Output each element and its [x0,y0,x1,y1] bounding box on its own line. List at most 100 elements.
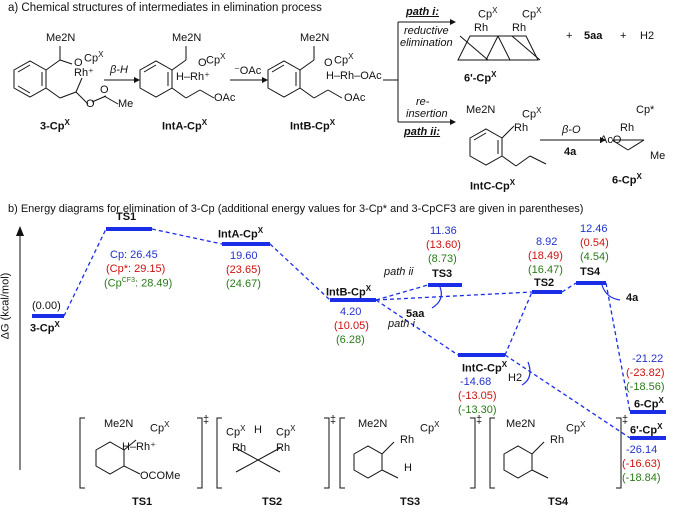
oac-label-intB: OAc [344,92,366,104]
side-4a: 4a [626,292,639,304]
re-label: re- [416,96,430,108]
plus-1: + [566,30,573,42]
o-label-3c: O [100,84,109,96]
intB-value-cpcf3: (6.28) [336,334,365,346]
ts3-value-cpcf3: (8.73) [428,253,457,265]
cpstar-label-6: Cp* [636,104,655,116]
ts1-h-rh: H–Rh⁺ [122,441,156,453]
ts3-me2n: Me2N [358,418,388,430]
intA-value-cpcf3: (24.67) [226,278,261,290]
intA-level-label: IntA-CpX [218,226,264,241]
cpx-6p-b: CpX [522,6,542,21]
c6-level-label: 6-CpX [634,396,664,411]
ts1-me2n: Me2N [104,418,134,430]
intB-value-cpstar: (10.05) [334,320,369,332]
intB-label: IntB-CpX [290,118,336,133]
intB-level-label: IntB-CpX [326,284,372,299]
section-a-title: a) Chemical structures of intermediates … [8,2,322,14]
ts2-cpx-a: CpX [226,424,246,439]
ts2-cpx-b: CpX [276,424,296,439]
me2n-label-intC: Me2N [466,104,496,116]
ts4-value-cpstar: (0.54) [580,237,609,249]
rh-label-intC: Rh [514,122,529,134]
o-label-3b: O [86,98,95,110]
ts4-value-cp: 12.46 [580,223,608,235]
rh-6p-a: Rh [474,22,489,34]
compound-6p-label: 6'-CpX [464,70,497,85]
ts2-structure-label: TS2 [262,496,283,508]
intA-value-cp: 19.60 [230,250,258,262]
ts3-value-cp: 11.36 [430,225,457,237]
ts4-value-cpcf3: (4.54) [580,251,609,263]
path-i-label: path i: [406,6,439,18]
path-ii-label: path ii: [404,126,441,138]
ts2-rh-b: Rh [276,442,291,454]
path-ii-diagram-label: path ii [384,266,414,278]
insertion-label: insertion [406,108,448,120]
ts4-structure-label: TS4 [548,496,569,508]
ts4-cpx: CpX [566,420,586,435]
ts4-rh: Rh [550,434,565,446]
rh-6p-b: Rh [512,22,527,34]
me-label-3: Me [118,98,134,110]
ts2-value-cpstar: (18.49) [528,250,563,262]
rh-label-6: Rh [620,122,635,134]
intC-value-cpcf3: (-13.30) [458,404,497,416]
ts1-value-cpstar: (Cp*: 29.15) [106,263,166,275]
rh-label-3: Rh⁺ [74,67,94,79]
ts1-cpx: CpX [150,420,170,435]
intA-label: IntA-CpX [162,118,208,133]
aco-label-6: AcO [600,134,622,146]
cpx-label-intA: CpX [206,52,226,67]
o-label-intA: O [198,57,207,69]
byproduct-h2: H2 [640,30,655,42]
c6p-value-cp: -26.14 [626,444,658,456]
cpx-label-intC: CpX [522,106,542,121]
me2n-label-3: Me2N [46,32,76,44]
ts1-value-cpcf3: (CpCF3: 28.49) [104,277,173,290]
path-i-diagram-label: path i [388,318,415,330]
value-3-cp: (0.00) [32,300,61,312]
intC-label: IntC-CpX [470,178,516,193]
ts3-structure-label: TS3 [400,496,421,508]
beta-h-label: β-H [110,64,128,76]
c6-value-cpcf3: (-18.56) [626,381,665,393]
h-rh-label-intA: H–Rh⁺ [176,71,210,83]
c6p-value-cpcf3: (-18.84) [622,472,661,484]
ts2-rh-a: Rh [232,442,247,454]
ts1-ocome: OCOMe [140,470,181,482]
ts4-dagger: ‡ [622,414,629,426]
ts1-label: TS1 [116,211,137,223]
ts2-value-cp: 8.92 [536,236,558,248]
cpx-label-3: CpX [84,50,104,65]
intA-value-cpstar: (23.65) [226,264,261,276]
oac-arrow-label: ⁻OAc [234,65,262,77]
ts1-value-cp: Cp: 26.45 [110,249,158,261]
me2n-label-intA: Me2N [172,32,202,44]
me-label-6: Me [650,150,666,162]
ts4-label: TS4 [580,266,601,278]
c6p-value-cpstar: (-16.63) [622,458,661,470]
c6p-level-label: 6'-CpX [630,422,663,437]
compound-6-label: 6-CpX [612,172,642,187]
ts2-value-cpcf3: (16.47) [528,264,563,276]
ts1-structure-label: TS1 [132,496,153,508]
ts3-h: H [404,462,412,474]
elimination-label: elimination [400,37,453,49]
me2n-label-intB: Me2N [300,32,330,44]
cpx-6p-a: CpX [478,6,498,21]
beta-o-label: β-O [562,124,581,136]
oac-label-intA: OAc [214,92,236,104]
byproduct-5aa: 5aa [584,30,603,42]
ts2-dagger: ‡ [330,414,337,426]
plus-2: + [620,30,627,42]
o-label-intB: O [324,57,333,69]
ts3-value-cpstar: (13.60) [426,239,461,251]
h-rh-oac-label: H–Rh–OAc [326,70,382,82]
reductive-label: reductive [404,25,449,37]
cpx-label-intB: CpX [334,52,354,67]
level-3-label: 3-CpX [30,320,60,335]
section-b-title: b) Energy diagrams for elimination of 3-… [8,203,584,215]
intC-value-cp: -14.68 [460,376,492,388]
